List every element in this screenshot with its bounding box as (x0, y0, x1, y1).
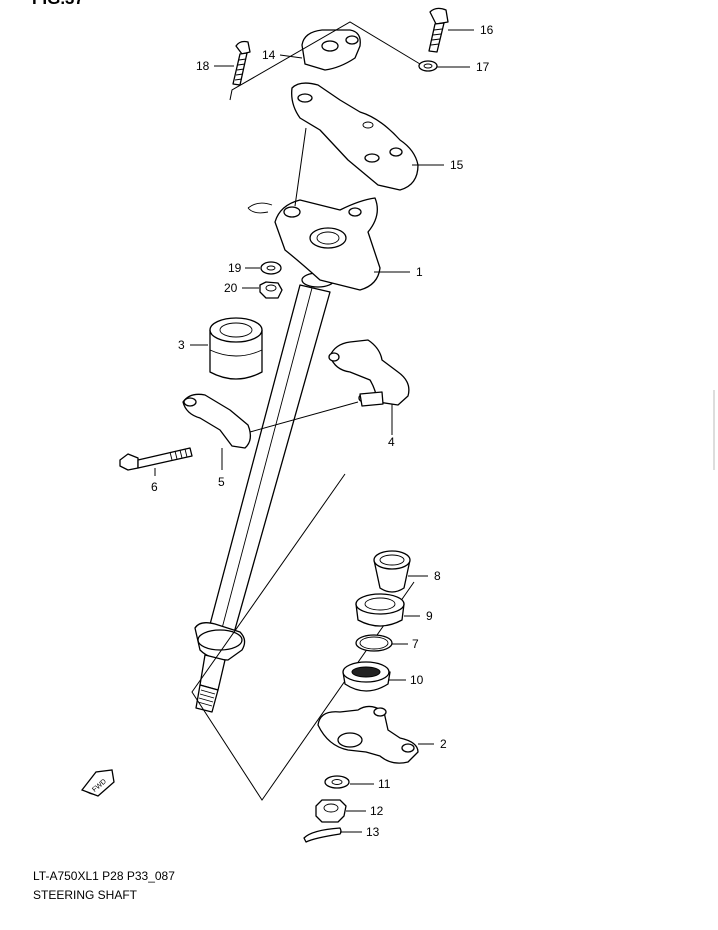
bushing-part-8 (373, 550, 411, 593)
callout-10: 10 (410, 673, 424, 687)
bushing-part-3 (209, 317, 263, 380)
callout-17: 17 (476, 60, 490, 74)
assembly-line-a (294, 127, 307, 207)
callout-13: 13 (366, 825, 380, 839)
arm-part-2 (317, 705, 419, 764)
callout-16: 16 (480, 23, 494, 37)
diagram-title: STEERING SHAFT (33, 888, 138, 902)
callout-4: 4 (388, 435, 395, 449)
bolt-part-18 (232, 40, 251, 86)
callout-2: 2 (440, 737, 447, 751)
nut-part-20 (259, 281, 283, 299)
nut-part-12 (315, 799, 347, 823)
callout-1: 1 (416, 265, 423, 279)
callout-20: 20 (224, 281, 238, 295)
leader-lines (154, 29, 474, 833)
callout-11: 11 (378, 777, 391, 791)
handlebar-holder-part-15 (291, 82, 419, 191)
callouts: 14 16 17 18 15 1 19 20 3 4 5 6 8 9 7 10 … (151, 23, 494, 839)
callout-9: 9 (426, 609, 433, 623)
seal-part-10 (342, 661, 391, 692)
shaft-head-part-1 (247, 197, 381, 291)
callout-6: 6 (151, 480, 158, 494)
holder-part-4 (328, 339, 410, 407)
callout-5: 5 (218, 475, 225, 489)
callout-14: 14 (262, 48, 276, 62)
washer-part-19 (260, 261, 282, 275)
callout-12: 12 (370, 804, 384, 818)
o-ring-part-7 (355, 634, 393, 652)
bolt-part-16 (428, 7, 449, 53)
washer-part-17 (418, 60, 438, 72)
holder-part-5 (182, 393, 252, 449)
steering-shaft (194, 272, 335, 713)
callout-19: 19 (228, 261, 242, 275)
callout-7: 7 (412, 637, 419, 651)
callout-18: 18 (196, 59, 210, 73)
seal-part-9 (355, 593, 405, 627)
diagram-code: LT-A750XL1 P28 P33_087 (33, 869, 175, 883)
callout-3: 3 (178, 338, 185, 352)
figure-label: FIG.37 (32, 0, 84, 8)
holder-part-14 (301, 29, 361, 71)
fwd-arrow-icon: FWD (80, 769, 115, 797)
callout-15: 15 (450, 158, 464, 172)
washer-part-11 (324, 775, 350, 789)
cotter-pin-part-13 (303, 827, 342, 843)
bolt-part-6 (119, 447, 193, 471)
assembly-line-b (249, 401, 359, 433)
callout-8: 8 (434, 569, 441, 583)
assembly-frame (191, 473, 415, 801)
